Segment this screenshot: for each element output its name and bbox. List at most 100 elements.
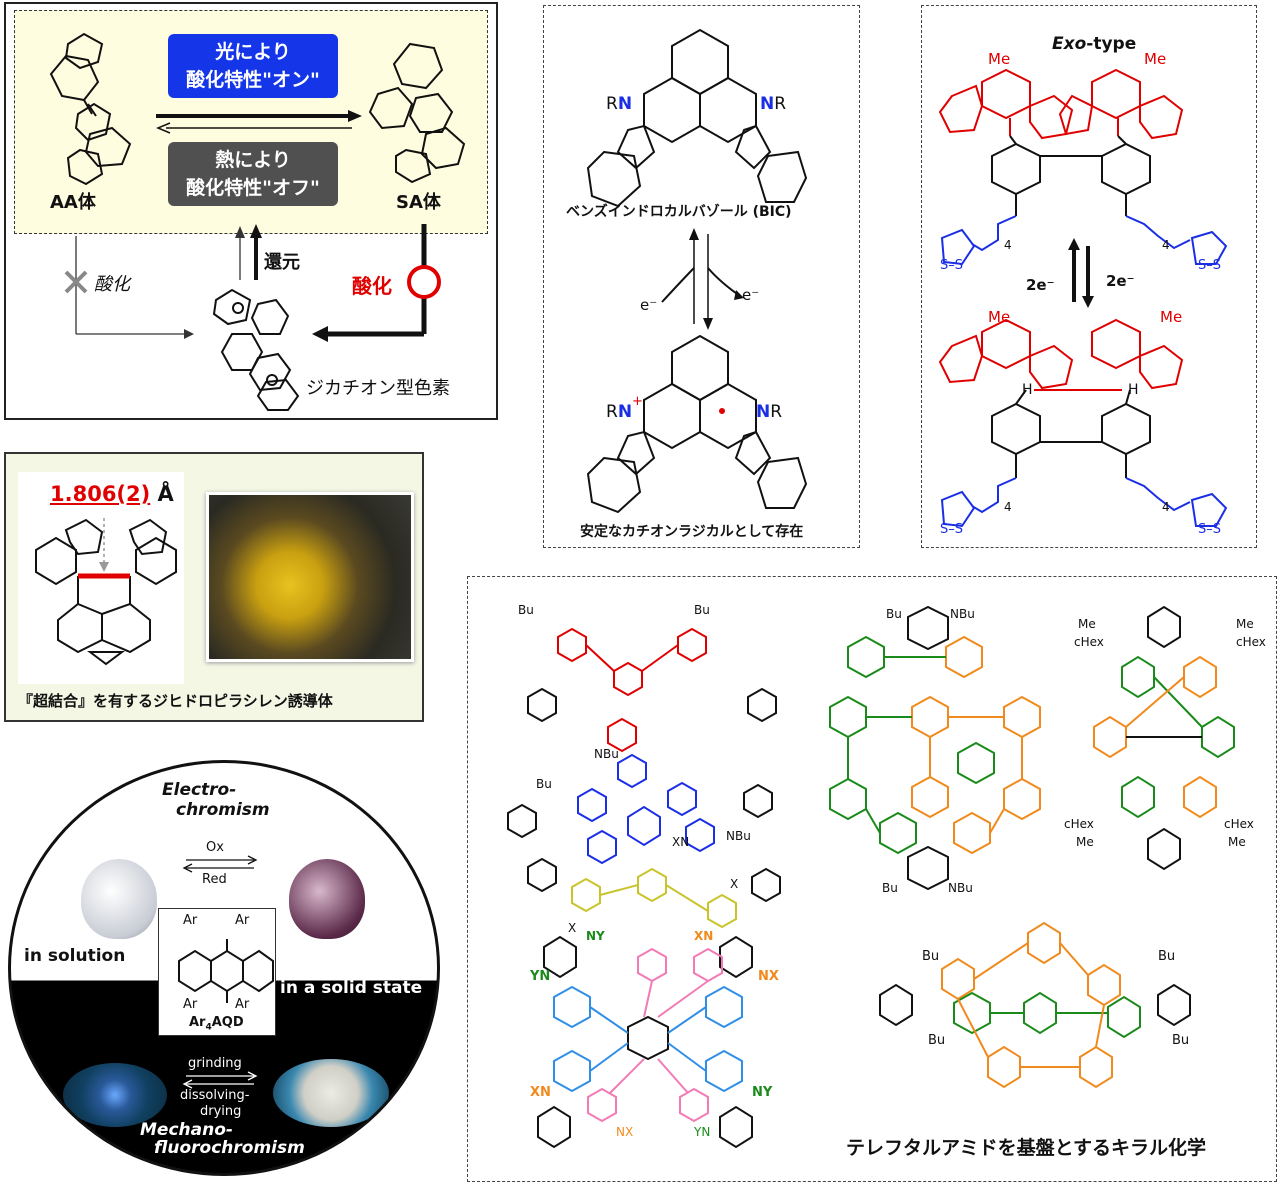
grinding-label: grinding <box>188 1056 242 1071</box>
exo-sub4-top-right: 4 <box>1162 238 1170 252</box>
electro-line2: chromism <box>176 800 270 820</box>
m1-nbu-2: NBu <box>726 829 751 843</box>
light-on-line2: 酸化特性"オン" <box>186 69 320 91</box>
ox-label: Ox <box>206 840 224 855</box>
m4-ny-1: NY <box>586 929 605 943</box>
exo-two-e-left: 2e⁻ <box>1026 276 1055 294</box>
m5-bu-3: Bu <box>928 1033 946 1048</box>
exo-ss-bottom-left: S–S <box>940 522 964 537</box>
m3-chex-1: cHex <box>1074 635 1104 649</box>
in-solid-label: in a solid state <box>280 978 423 998</box>
m1-bu-1: Bu <box>518 603 534 617</box>
compound-ar-tr: Ar <box>235 913 250 928</box>
exo-core-top <box>991 135 1151 216</box>
m3-me-1: Me <box>1078 617 1096 631</box>
exo-sub4-bottom-right: 4 <box>1162 500 1170 514</box>
m5-bu-1: Bu <box>922 949 940 964</box>
reduction-label: 還元 <box>264 252 300 273</box>
m4-yn: YN <box>530 969 551 984</box>
aa-label: AA体 <box>50 192 96 213</box>
bic-neutral <box>586 28 808 208</box>
exo-ss-top-left: S–S <box>940 258 964 273</box>
light-on-line1: 光により <box>215 41 291 63</box>
exo-two-e-right: 2e⁻ <box>1106 272 1135 290</box>
bond-length: 1.806(2) Å <box>50 482 174 506</box>
m2-nbu: NBu <box>950 607 975 621</box>
exo-h-right: H <box>1128 382 1139 398</box>
macrocycle-4 <box>537 935 753 1149</box>
exo-sub4-bottom-left: 4 <box>1004 500 1012 514</box>
compound-drawing <box>178 939 274 1003</box>
m4-xn-1: XN <box>694 929 714 943</box>
compound-name: Ar4AQD <box>189 1015 244 1033</box>
bic-radical <box>586 334 808 514</box>
bic-drawing <box>586 28 808 514</box>
m4-yn-2: YN <box>694 1125 711 1139</box>
bic-n-left: RN <box>606 94 633 114</box>
compound-ar-tl: Ar <box>183 913 198 928</box>
mechano-line2: fluorochromism <box>154 1138 305 1158</box>
exo-acridine-top <box>938 68 1184 140</box>
bic-caption: 安定なカチオンラジカルとして存在 <box>580 524 804 540</box>
m4-nx: NX <box>758 969 779 984</box>
dissolving-label: dissolving- <box>180 1088 250 1103</box>
chromism-drawing <box>182 855 258 1089</box>
m5-bu-4: Bu <box>1172 1033 1190 1048</box>
m3-me-2: Me <box>1236 617 1254 631</box>
ox-label: 酸化 <box>352 274 392 298</box>
panel-exo: Exo-type <box>921 5 1257 548</box>
exo-acridinium-bottom <box>938 318 1184 391</box>
heat-off-line1: 熱により <box>215 149 291 171</box>
m3-chex-3: cHex <box>1064 817 1094 831</box>
exo-title: Exo-type <box>1052 34 1137 54</box>
m2-bu-1: Bu <box>886 607 902 621</box>
panel-bic: RN NR ベンズインドロカルバゾール (BIC) e⁻ e⁻ RN+ NR 安… <box>543 5 860 548</box>
dication-molecule <box>212 288 300 411</box>
aa-molecule <box>49 32 132 186</box>
macrocycle-2 <box>829 605 1041 891</box>
electro-line1: Electro- <box>162 780 237 800</box>
m1-x-2: X <box>730 877 739 891</box>
m3-chex-4: cHex <box>1224 817 1254 831</box>
m4-ny-2: NY <box>752 1085 773 1100</box>
m3-me-4: Me <box>1228 835 1246 849</box>
panel-chromism: Ar Ar Ar Ar Ar4AQD Electro- chromism Ox … <box>8 760 440 1176</box>
amide-caption: テレフタルアミドを基盤とするキラル化学 <box>846 1137 1207 1159</box>
compound-ar-br: Ar <box>235 997 250 1012</box>
bond-caption: 『超結合』を有するジヒドロピラシレン誘導体 <box>18 692 333 710</box>
bic-e-right: e⁻ <box>742 286 760 304</box>
m3-me-3: Me <box>1076 835 1094 849</box>
exo-core-bottom <box>991 389 1151 478</box>
exo-me-left: Me <box>988 50 1011 68</box>
heat-off-line2: 酸化特性"オフ" <box>186 177 320 199</box>
solid-dish-left <box>63 1063 167 1127</box>
m2-bu-2: Bu <box>882 881 898 895</box>
compound-ar-bl: Ar <box>183 997 198 1012</box>
exo-sub4-top-left: 4 <box>1004 238 1012 252</box>
sa-molecule <box>368 42 466 184</box>
exo-ss-top-right: S–S <box>1198 258 1222 273</box>
mechano-line1: Mechano- <box>140 1120 233 1140</box>
heat-off-box: 熱により 酸化特性"オフ" <box>168 142 338 206</box>
solid-dish-right <box>273 1059 389 1127</box>
m5-bu-2: Bu <box>1158 949 1176 964</box>
compound-box: Ar Ar Ar Ar Ar4AQD <box>158 908 276 1036</box>
exo-ss-bottom-right: S–S <box>1198 522 1222 537</box>
bic-e-left: e⁻ <box>640 296 658 314</box>
m2-nbu-2: NBu <box>948 881 973 895</box>
m1-bu-2: Bu <box>694 603 710 617</box>
panel-photoswitch: 光により 酸化特性"オン" 熱により 酸化特性"オフ" <box>4 2 498 420</box>
exo-me-right-2: Me <box>1160 308 1183 326</box>
bic-n-right: NR <box>760 94 787 114</box>
m3-chex-2: cHex <box>1236 635 1266 649</box>
bic-cation-n: RN+ <box>606 394 643 422</box>
m1-x-1: X <box>568 921 577 935</box>
in-solution-label: in solution <box>24 946 126 966</box>
amide-drawing <box>507 605 1235 1149</box>
exo-lipoate-bottom <box>940 477 1228 528</box>
exo-lipoate-top <box>940 215 1228 266</box>
dication-label: ジカチオン型色素 <box>306 378 450 399</box>
m1-xn: XN <box>672 835 690 849</box>
panel-bond: 1.806(2) Å 『超結合』を有するジヒドロピラシレン誘導体 <box>4 452 424 722</box>
macrocycle-1 <box>507 627 781 929</box>
